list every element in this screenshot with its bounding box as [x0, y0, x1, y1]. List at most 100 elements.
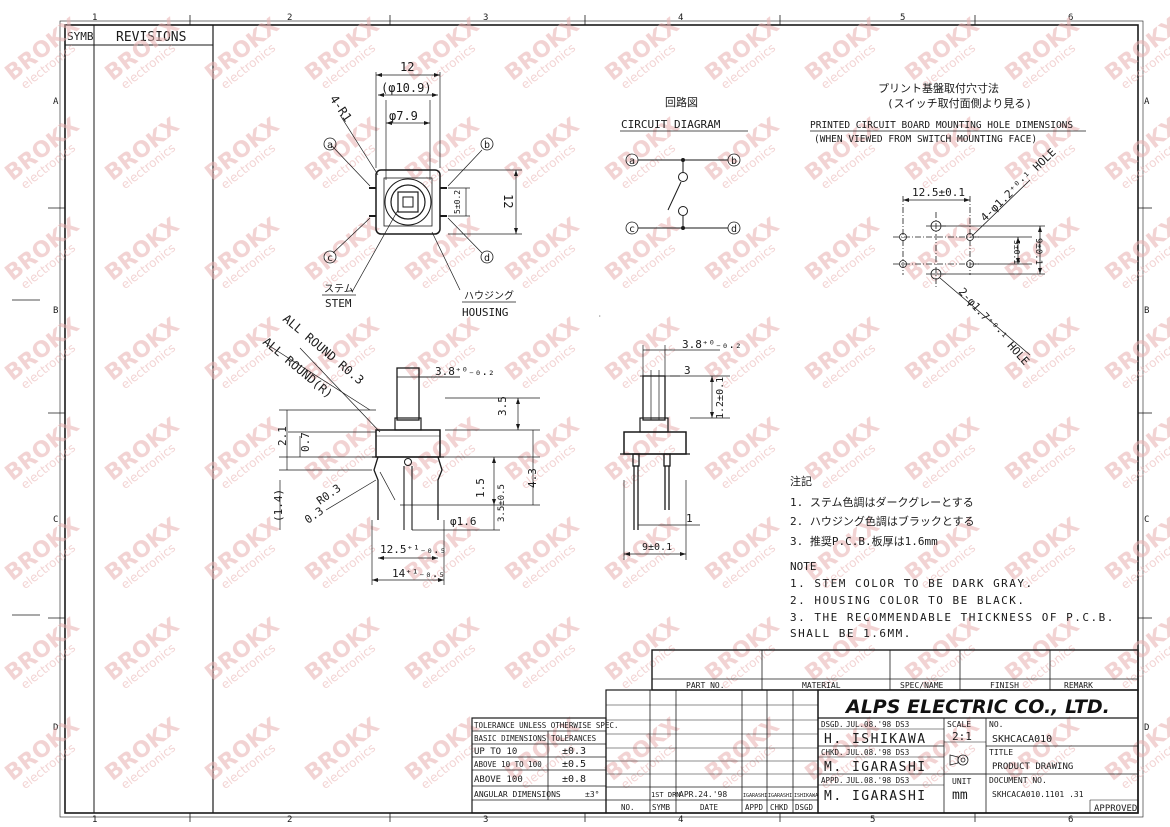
pcb-dim-12-5: 12.5±0.1 — [912, 186, 965, 199]
rev-first-dsgd: IGARASHI — [743, 793, 767, 799]
title-label: TITLE — [989, 748, 1013, 757]
circuit-diagram: 回路図 CIRCUIT DIAGRAM a b c d — [620, 96, 748, 235]
rev-header-dsgd: DSGD — [795, 803, 814, 812]
pcb-dim-9: 9±0.1 — [1033, 238, 1043, 265]
notes-item-1: 1. STEM COLOR TO BE DARK GRAY. — [790, 577, 1034, 590]
callout-a-top: a — [323, 137, 337, 151]
pcb-title-2: (WHEN VIEWED FROM SWITCH MOUNTING FACE) — [814, 134, 1037, 145]
zone-top-2: 2 — [287, 13, 292, 23]
notes-title: NOTE — [790, 560, 817, 573]
chkd-date: JUL.08.'98 DS3 — [846, 748, 909, 757]
circuit-terminal-b: b — [727, 153, 741, 167]
zone-top-4: 4 — [678, 13, 683, 23]
revisions-title-header: REVISIONS — [116, 30, 186, 45]
zone-bottom-6: 6 — [1068, 815, 1073, 825]
front-dim-0-7: 0.7 — [299, 432, 312, 452]
front-dim-phi-1-6: φ1.6 — [450, 515, 477, 528]
zone-left-d: D — [53, 723, 58, 733]
unit-value: mm — [952, 788, 968, 803]
zone-right-d: D — [1144, 723, 1149, 733]
tolerance-header: TOLERANCE UNLESS OTHERWISE SPEC. — [474, 721, 619, 730]
top-dim-12-width: 12 — [400, 60, 414, 74]
front-dim-r0-3: R0.3 — [314, 482, 343, 508]
side-dim-1: 1 — [686, 512, 693, 525]
zone-top-6: 6 — [1068, 13, 1073, 23]
zone-bottom-1: 1 — [92, 815, 97, 825]
notes-item-3b: SHALL BE 1.6MM. — [790, 627, 912, 640]
parts-header-finish: FINISH — [990, 681, 1019, 690]
title-value: PRODUCT DRAWING — [992, 762, 1073, 772]
front-dim-3-8: 3.8⁺⁰₋₀.₂ — [435, 365, 495, 378]
notes-jp-title: 注記 — [790, 474, 812, 488]
revision-history-block — [605, 689, 819, 814]
dsgd-date: JUL.08.'98 DS3 — [846, 720, 909, 729]
svg-text:a: a — [327, 140, 333, 151]
tolerance-row-2-tol: ±0.5 — [562, 759, 586, 770]
svg-text:c: c — [629, 224, 635, 235]
notes-japanese: 注記 1. ステム色調はダークグレーとする 2. ハウジング色調はブラックとする… — [790, 474, 975, 548]
zone-right-b: B — [1144, 306, 1149, 316]
zone-bottom-5: 5 — [870, 815, 875, 825]
rev-first-appd: ISHIKAWA — [794, 793, 818, 799]
pcb-dim-5: 5±0.1 — [1012, 240, 1021, 264]
callout-b-top: b — [480, 137, 494, 151]
parts-header-remark: REMARK — [1064, 681, 1093, 690]
circuit-terminal-a: a — [625, 153, 639, 167]
drawing-no-label: NO. — [989, 720, 1003, 729]
rev-first-date: APR.24.'98 — [679, 790, 727, 799]
unit-label: UNIT — [952, 777, 971, 786]
housing-label: HOUSING — [462, 306, 508, 319]
svg-text:·: · — [598, 313, 602, 320]
front-dim-1-4: (1.4) — [272, 489, 285, 522]
tolerance-row-1-range: UP TO 10 — [474, 747, 517, 757]
parts-header-spec: SPEC/NAME — [900, 681, 944, 690]
zone-left-c: C — [53, 515, 58, 525]
drawing-no-value: SKHCACA010 — [992, 734, 1052, 745]
front-dim-3-5-top: 3.5 — [496, 396, 509, 416]
parts-header-material: MATERIAL — [802, 681, 841, 690]
top-dim-10-9: (φ10.9) — [381, 81, 432, 95]
notes-item-3: 3. THE RECOMMENDABLE THICKNESS OF P.C.B. — [790, 611, 1115, 624]
stem-label-jp: ステム — [324, 283, 354, 295]
scale-label: SCALE — [947, 720, 971, 729]
notes-jp-item-3: 3. 推奨P.C.B.板厚は1.6mm — [790, 534, 938, 548]
svg-text:b: b — [484, 140, 490, 151]
zone-top-3: 3 — [483, 13, 488, 23]
document-no-value: SKHCACA010.1101 .31 — [992, 790, 1084, 799]
zone-bottom-2: 2 — [287, 815, 292, 825]
rev-first-chkd: IGARASHI — [768, 793, 792, 799]
rev-header-symb: SYMB — [652, 803, 671, 812]
rev-header-date: DATE — [700, 803, 719, 812]
dsgd-label: DSGD. — [821, 720, 844, 729]
front-dim-14: 14⁺¹₋₀.₅ — [392, 567, 445, 580]
